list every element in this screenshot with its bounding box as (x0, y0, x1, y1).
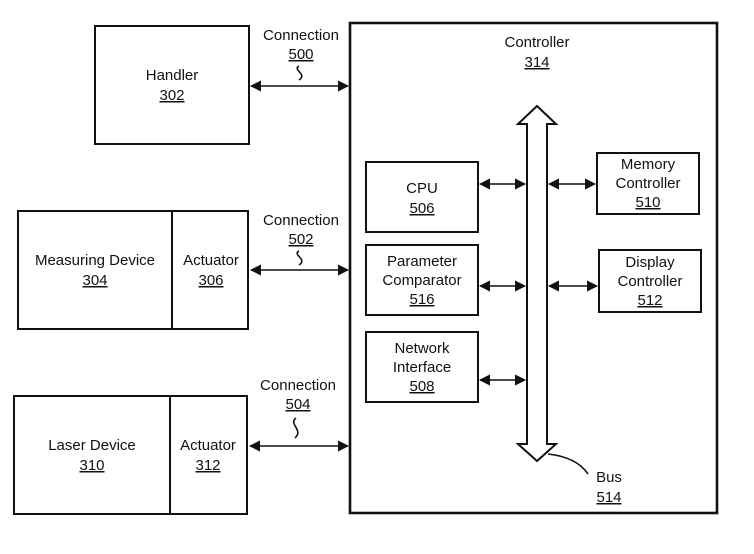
network-interface-block: Network Interface 508 (365, 331, 527, 403)
cpu-label: CPU (406, 180, 438, 197)
memory-controller-block: Memory Controller 510 (547, 152, 700, 215)
bus-arrow (515, 104, 559, 463)
controller-label: Controller (504, 34, 569, 51)
connection-500-squiggle (296, 65, 303, 81)
connection-500-label: Connection (263, 27, 339, 44)
connection-500-ref: 500 (288, 46, 313, 63)
memory-controller-ref: 510 (635, 194, 660, 211)
network-interface-ref: 508 (409, 378, 434, 395)
actuator-306-label: Actuator (183, 252, 239, 269)
memory-controller-line2: Controller (615, 175, 680, 192)
bus: Bus 514 (515, 104, 622, 506)
bus-leader (547, 453, 589, 475)
handler-block: Handler 302 (94, 25, 250, 145)
display-controller-line2: Controller (617, 273, 682, 290)
connection-502-ref: 502 (288, 231, 313, 248)
actuator-312-label: Actuator (180, 437, 236, 454)
laser-device-label: Laser Device (48, 437, 136, 454)
bus-ref: 514 (596, 489, 621, 506)
memory-controller-line1: Memory (621, 156, 676, 173)
parameter-comparator-block: Parameter Comparator 516 (365, 244, 527, 316)
connection-504-squiggle (292, 417, 299, 439)
connection-504: Connection 504 (248, 377, 350, 452)
cpu-block: CPU 506 (365, 161, 527, 233)
measuring-device-ref: 304 (82, 272, 107, 289)
connection-502-label: Connection (263, 212, 339, 229)
parameter-comparator-line1: Parameter (387, 253, 457, 270)
connection-500: Connection 500 (249, 27, 350, 92)
connection-502-squiggle (296, 250, 303, 266)
display-controller-line1: Display (625, 254, 675, 271)
controller-ref: 314 (524, 54, 549, 71)
network-interface-line2: Interface (393, 359, 451, 376)
parameter-comparator-line2: Comparator (382, 272, 461, 289)
display-controller-block: Display Controller 512 (547, 249, 702, 313)
laser-device-ref: 310 (79, 457, 104, 474)
parameter-comparator-ref: 516 (409, 291, 434, 308)
laser-device-block: Laser Device 310 Actuator 312 (13, 395, 248, 515)
connection-502: Connection 502 (249, 212, 350, 276)
actuator-306-ref: 306 (198, 272, 223, 289)
bus-label: Bus (596, 469, 622, 486)
actuator-312-ref: 312 (195, 457, 220, 474)
cpu-ref: 506 (409, 200, 434, 217)
handler-ref: 302 (159, 87, 184, 104)
handler-label: Handler (146, 67, 199, 84)
display-controller-ref: 512 (637, 292, 662, 309)
connection-504-label: Connection (260, 377, 336, 394)
measuring-device-label: Measuring Device (35, 252, 155, 269)
network-interface-line1: Network (394, 340, 450, 357)
measuring-device-block: Measuring Device 304 Actuator 306 (17, 210, 249, 330)
connection-504-ref: 504 (285, 396, 310, 413)
